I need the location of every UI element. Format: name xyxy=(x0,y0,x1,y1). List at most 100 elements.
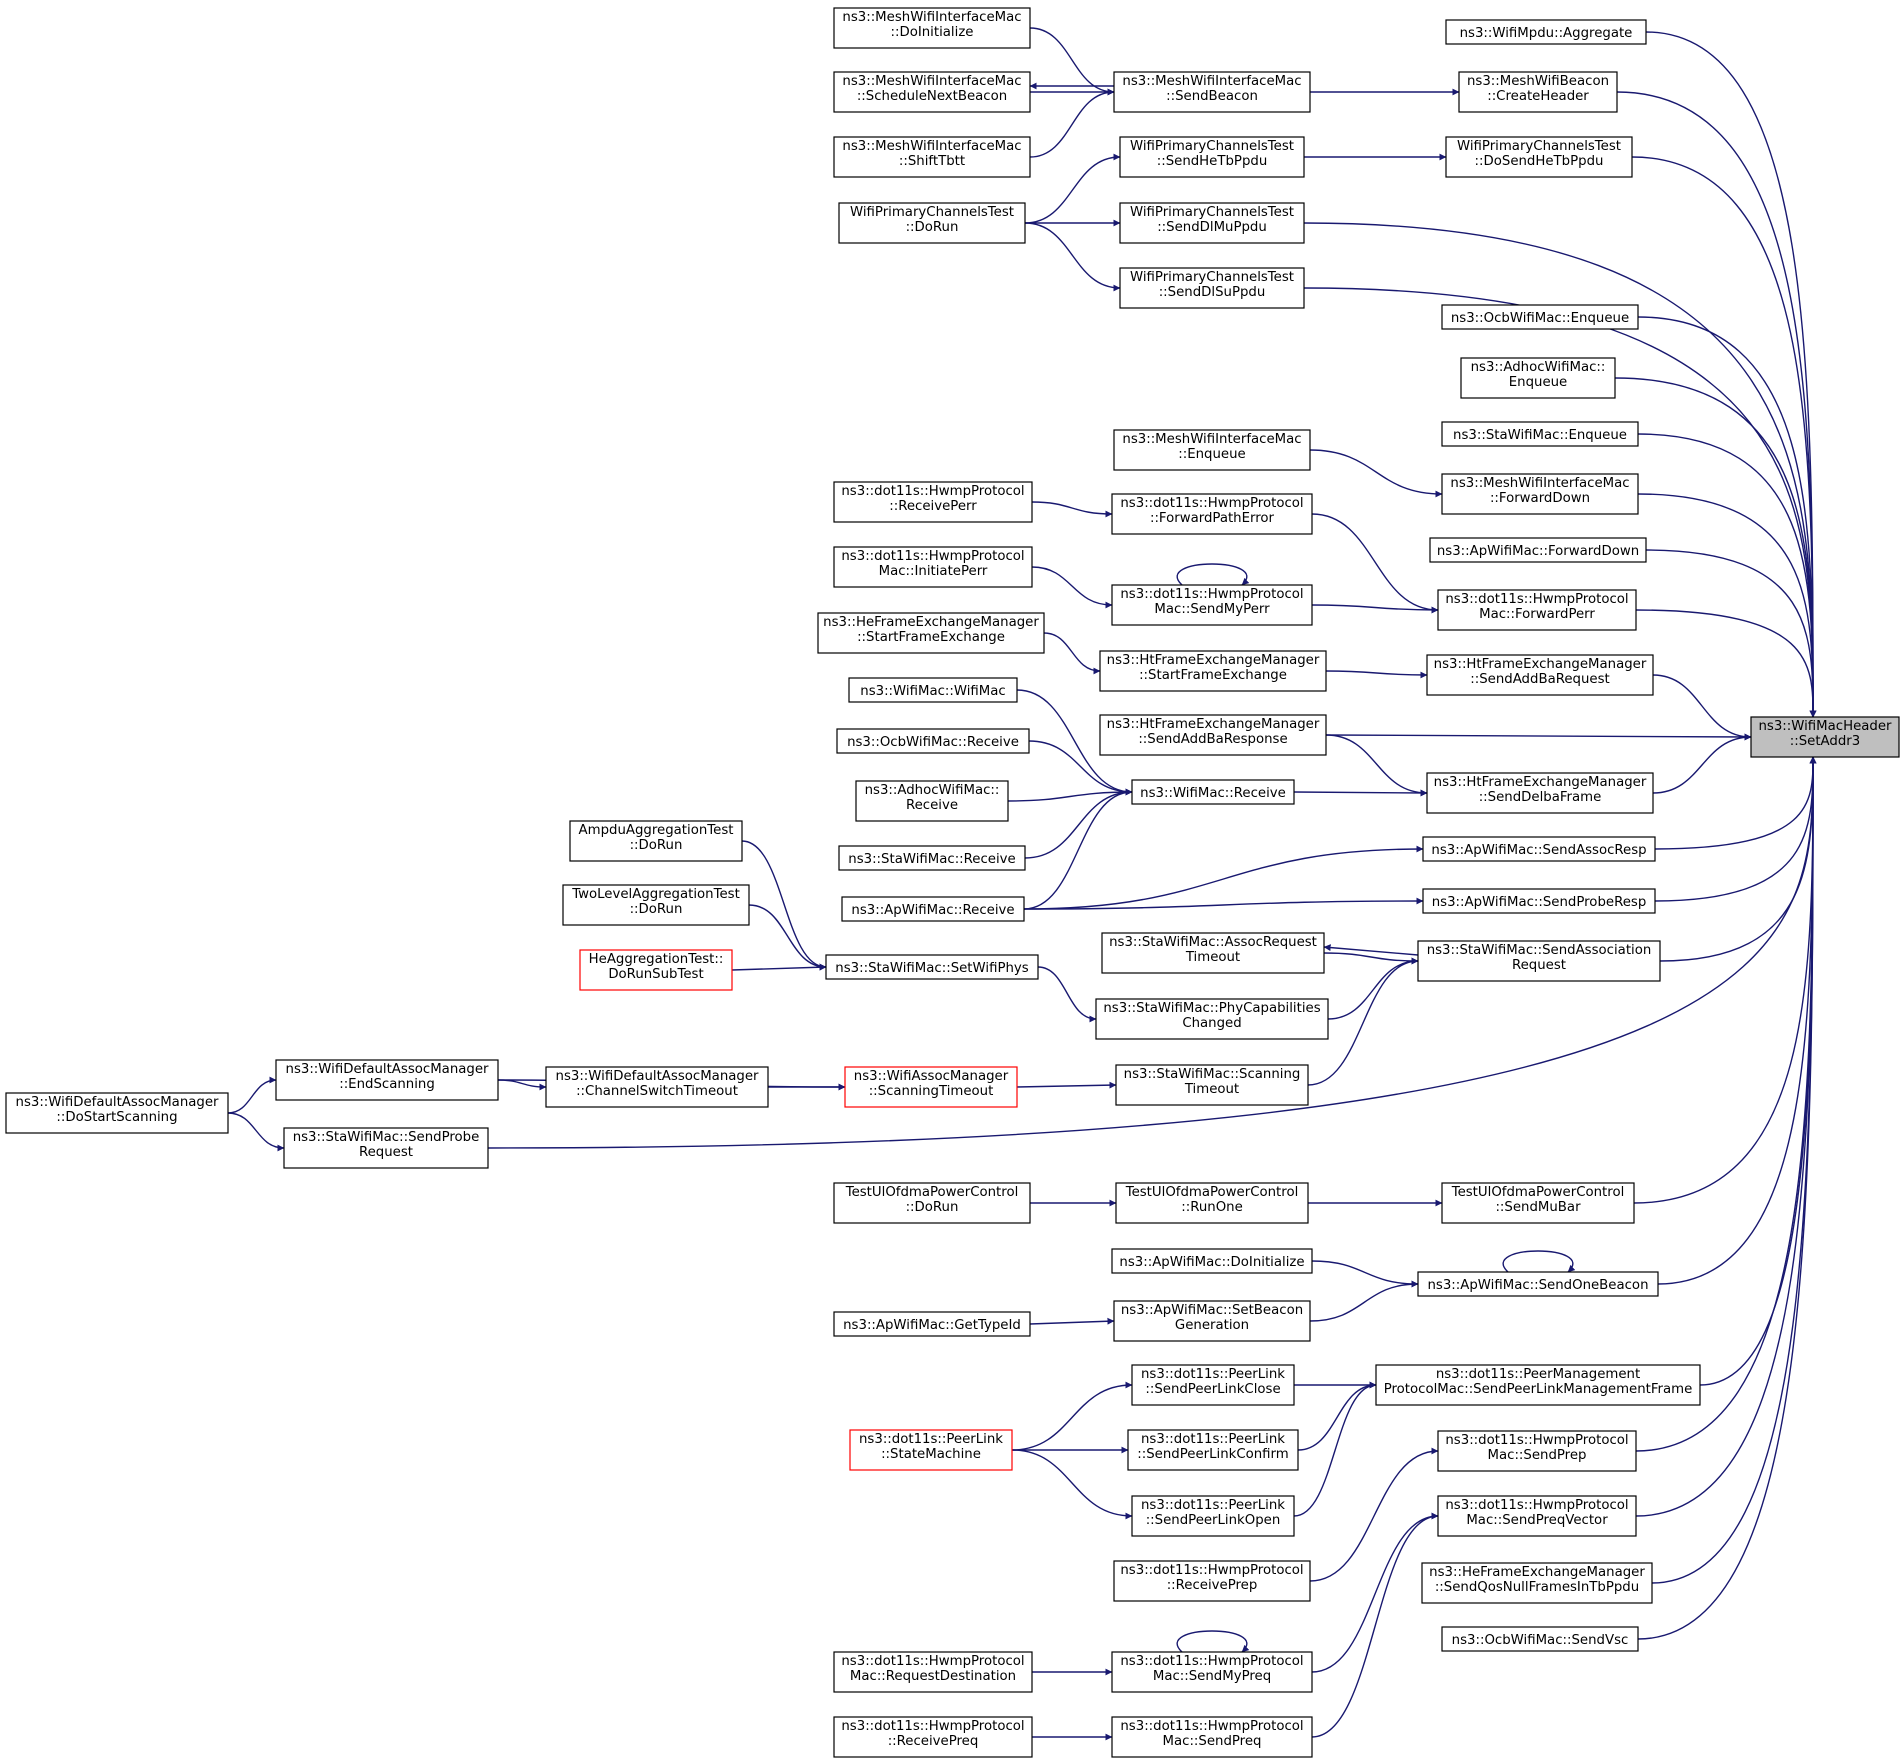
node-requestdest[interactable]: ns3::dot11s::HwmpProtocolMac::RequestDes… xyxy=(833,1651,1033,1693)
node-box xyxy=(1441,421,1639,447)
edge-shifttbtt-to-sendbeacon xyxy=(1029,88,1115,158)
node-twoleveldorun[interactable]: TwoLevelAggregationTest::DoRun xyxy=(562,884,750,926)
node-starecv[interactable]: ns3::StaWifiMac::Receive xyxy=(838,845,1026,871)
node-dostartscanning[interactable]: ns3::WifiDefaultAssocManager::DoStartSca… xyxy=(5,1092,229,1134)
node-label-line: ::SendMuBar xyxy=(1495,1200,1581,1215)
node-sendplconfirm[interactable]: ns3::dot11s::PeerLink::SendPeerLinkConfi… xyxy=(1127,1429,1299,1471)
node-fwdperr[interactable]: ns3::dot11s::HwmpProtocolMac::ForwardPer… xyxy=(1437,589,1637,631)
node-ocbrecv[interactable]: ns3::OcbWifiMac::Receive xyxy=(836,728,1030,754)
node-htstartfe[interactable]: ns3::HtFrameExchangeManager::StartFrameE… xyxy=(1099,650,1327,692)
node-sendproberesp[interactable]: ns3::ApWifiMac::SendProbeResp xyxy=(1422,888,1656,914)
node-ulofdmadorun[interactable]: TestUlOfdmaPowerControl::DoRun xyxy=(833,1182,1031,1224)
node-label-line: ::ScheduleNextBeacon xyxy=(857,89,1007,104)
node-sendplmf[interactable]: ns3::dot11s::PeerManagementProtocolMac::… xyxy=(1375,1364,1701,1406)
node-box xyxy=(1422,836,1656,862)
node-endscanning[interactable]: ns3::WifiDefaultAssocManager::EndScannin… xyxy=(275,1059,499,1101)
node-senddlmu[interactable]: WifiPrimaryChannelsTest::SendDlMuPpdu xyxy=(1119,202,1305,244)
node-initiateperr[interactable]: ns3::dot11s::HwmpProtocolMac::InitiatePe… xyxy=(833,546,1033,588)
node-senddelba[interactable]: ns3::HtFrameExchangeManager::SendDelbaFr… xyxy=(1426,772,1654,814)
node-label-line: ::DoSendHeTbPpdu xyxy=(1475,154,1604,169)
node-box xyxy=(849,1429,1013,1471)
node-label-line: ns3::ApWifiMac::Receive xyxy=(851,903,1014,918)
node-sendhetb[interactable]: WifiPrimaryChannelsTest::SendHeTbPpdu xyxy=(1119,136,1305,178)
node-apdoinit[interactable]: ns3::ApWifiMac::DoInitialize xyxy=(1111,1248,1313,1274)
node-hwmprecvperr[interactable]: ns3::dot11s::HwmpProtocol::ReceivePerr xyxy=(833,481,1033,523)
node-wifimacctor[interactable]: ns3::WifiMac::WifiMac xyxy=(848,677,1018,703)
node-target[interactable]: ns3::WifiMacHeader::SetAddr3 xyxy=(1750,716,1900,758)
node-label-line: ns3::dot11s::HwmpProtocol xyxy=(1120,1654,1303,1669)
node-box xyxy=(833,1651,1033,1693)
node-dosendhetb[interactable]: WifiPrimaryChannelsTest::DoSendHeTbPpdu xyxy=(1445,136,1633,178)
node-adhocenqueue[interactable]: ns3::AdhocWifiMac::Enqueue xyxy=(1460,357,1616,399)
node-sendonebeacon[interactable]: ns3::ApWifiMac::SendOneBeacon xyxy=(1417,1271,1659,1297)
node-box xyxy=(1445,136,1633,178)
node-box xyxy=(1422,888,1656,914)
node-label-line: Mac::SendMyPreq xyxy=(1153,1669,1271,1684)
node-label-line: ns3::dot11s::HwmpProtocol xyxy=(841,1719,1024,1734)
node-scantimeout[interactable]: ns3::StaWifiMac::ScanningTimeout xyxy=(1115,1064,1309,1106)
node-sendaddbareq[interactable]: ns3::HtFrameExchangeManager::SendAddBaRe… xyxy=(1426,654,1654,696)
node-heaggsubtest[interactable]: HeAggregationTest::DoRunSubTest xyxy=(579,949,733,991)
node-label-line: ns3::StaWifiMac::AssocRequest xyxy=(1109,935,1317,950)
node-sendplopen[interactable]: ns3::dot11s::PeerLink::SendPeerLinkOpen xyxy=(1131,1495,1295,1537)
node-meshenqueue[interactable]: ns3::MeshWifiInterfaceMac::Enqueue xyxy=(1113,429,1311,471)
node-hwmprecvpreq[interactable]: ns3::dot11s::HwmpProtocol::ReceivePreq xyxy=(833,1716,1033,1758)
node-label-line: ::SendBeacon xyxy=(1166,89,1258,104)
node-apgettypeid[interactable]: ns3::ApWifiMac::GetTypeId xyxy=(833,1311,1031,1337)
node-sendplclose[interactable]: ns3::dot11s::PeerLink::SendPeerLinkClose xyxy=(1131,1364,1295,1406)
node-meshfwddown[interactable]: ns3::MeshWifiInterfaceMac::ForwardDown xyxy=(1441,473,1639,515)
edge-aprecv-to-wifimacrecv xyxy=(1023,788,1133,910)
node-fwdpatherr[interactable]: ns3::dot11s::HwmpProtocol::ForwardPathEr… xyxy=(1111,493,1313,535)
node-setwifiphys[interactable]: ns3::StaWifiMac::SetWifiPhys xyxy=(825,954,1039,980)
node-recvprep[interactable]: ns3::dot11s::HwmpProtocol::ReceivePrep xyxy=(1113,1560,1311,1602)
node-sendmubar[interactable]: TestUlOfdmaPowerControl::SendMuBar xyxy=(1441,1182,1635,1224)
node-label-line: ns3::MeshWifiInterfaceMac xyxy=(842,74,1021,89)
node-wifimacrecv[interactable]: ns3::WifiMac::Receive xyxy=(1131,779,1295,805)
node-ocbenqueue[interactable]: ns3::OcbWifiMac::Enqueue xyxy=(1441,304,1639,330)
node-ampdudorun[interactable]: AmpduAggregationTest::DoRun xyxy=(569,820,743,862)
node-schednextbeacon[interactable]: ns3::MeshWifiInterfaceMac::ScheduleNextB… xyxy=(833,71,1031,113)
node-sendassocresp[interactable]: ns3::ApWifiMac::SendAssocResp xyxy=(1422,836,1656,862)
edge-sendprobereq-to-target xyxy=(487,756,1817,1149)
node-box xyxy=(1445,19,1647,45)
node-meshdoinit[interactable]: ns3::MeshWifiInterfaceMac::DoInitialize xyxy=(833,7,1031,49)
node-hestartfe[interactable]: ns3::HeFrameExchangeManager::StartFrameE… xyxy=(817,612,1045,654)
node-box xyxy=(836,728,1030,754)
node-aprecv[interactable]: ns3::ApWifiMac::Receive xyxy=(841,896,1025,922)
node-sendqosnull[interactable]: ns3::HeFrameExchangeManager::SendQosNull… xyxy=(1421,1562,1653,1604)
node-label-line: TestUlOfdmaPowerControl xyxy=(1125,1185,1299,1200)
node-sendvsc[interactable]: ns3::OcbWifiMac::SendVsc xyxy=(1441,1626,1639,1652)
node-label-line: Receive xyxy=(906,798,958,813)
node-box xyxy=(1437,1495,1637,1537)
node-wpctdorun[interactable]: WifiPrimaryChannelsTest::DoRun xyxy=(838,202,1026,244)
node-box xyxy=(1441,1626,1639,1652)
node-label-line: ns3::MeshWifiInterfaceMac xyxy=(842,10,1021,25)
node-staenqueue[interactable]: ns3::StaWifiMac::Enqueue xyxy=(1441,421,1639,447)
node-chswitchtimeout[interactable]: ns3::WifiDefaultAssocManager::ChannelSwi… xyxy=(545,1066,769,1108)
node-shifttbtt[interactable]: ns3::MeshWifiInterfaceMac::ShiftTbtt xyxy=(833,136,1031,178)
edge-meshdoinit-to-sendbeacon xyxy=(1029,27,1115,96)
node-label-line: Mac::SendPreq xyxy=(1163,1734,1262,1749)
node-sendbeacon[interactable]: ns3::MeshWifiInterfaceMac::SendBeacon xyxy=(1113,71,1311,113)
node-createheader[interactable]: ns3::MeshWifiBeacon::CreateHeader xyxy=(1458,71,1618,113)
node-assocmgrscantimeout[interactable]: ns3::WifiAssocManager::ScanningTimeout xyxy=(844,1066,1018,1108)
node-sendpreqvec[interactable]: ns3::dot11s::HwmpProtocolMac::SendPreqVe… xyxy=(1437,1495,1637,1537)
node-aggregate[interactable]: ns3::WifiMpdu::Aggregate xyxy=(1445,19,1647,45)
node-senddlsu[interactable]: WifiPrimaryChannelsTest::SendDlSuPpdu xyxy=(1119,267,1305,309)
node-plstatemachine[interactable]: ns3::dot11s::PeerLink::StateMachine xyxy=(849,1429,1013,1471)
node-label-line: ::EndScanning xyxy=(339,1077,435,1092)
node-sendaddbaresp[interactable]: ns3::HtFrameExchangeManager::SendAddBaRe… xyxy=(1099,714,1327,756)
node-adhocrecv[interactable]: ns3::AdhocWifiMac::Receive xyxy=(855,780,1009,822)
node-runone[interactable]: TestUlOfdmaPowerControl::RunOne xyxy=(1115,1182,1309,1224)
node-apfwddown[interactable]: ns3::ApWifiMac::ForwardDown xyxy=(1429,537,1647,563)
node-label-line: ns3::OcbWifiMac::Receive xyxy=(847,735,1019,750)
